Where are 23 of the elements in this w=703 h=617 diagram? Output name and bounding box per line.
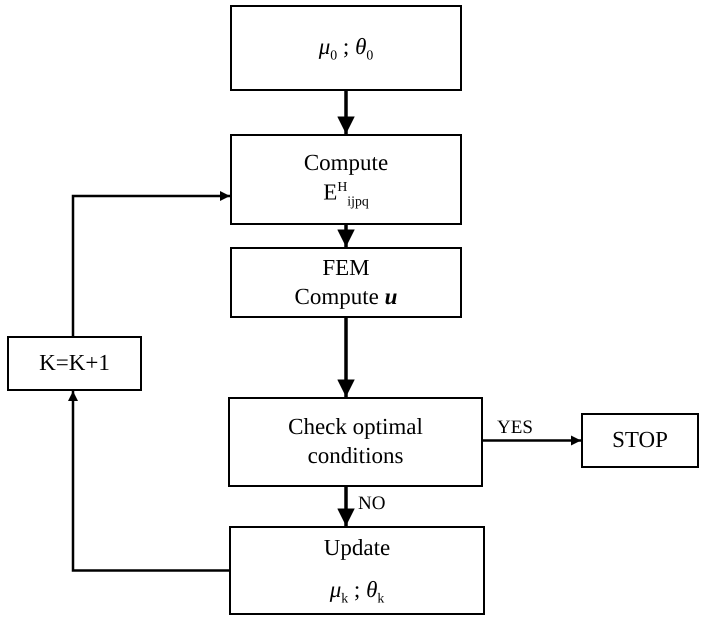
node-text: μ$_{k}$ ; θ$_{k}$ [330, 576, 384, 607]
node-text: Update [324, 534, 390, 562]
arrow [337, 225, 355, 247]
arrow [72, 191, 230, 336]
arrow [68, 391, 229, 572]
process-box [230, 134, 462, 225]
arrow [337, 91, 355, 134]
node-text: K=K+1 [39, 349, 110, 378]
node-text: Check optimal conditions [287, 413, 424, 470]
process-box [228, 397, 483, 487]
process-box [230, 247, 462, 318]
arrow [337, 487, 355, 526]
node-text: Compute [304, 149, 388, 178]
process-box [7, 336, 142, 391]
node-text: FEM [322, 254, 370, 282]
node-text: Compute u [294, 282, 398, 311]
node-text: STOP [612, 426, 668, 454]
node-text: μ$_{0}$ ; θ$_{0}$ [318, 32, 374, 64]
arrow [337, 318, 355, 397]
arrow [483, 436, 581, 446]
process-box [230, 5, 462, 91]
process-box [581, 413, 699, 468]
process-box [229, 526, 485, 615]
